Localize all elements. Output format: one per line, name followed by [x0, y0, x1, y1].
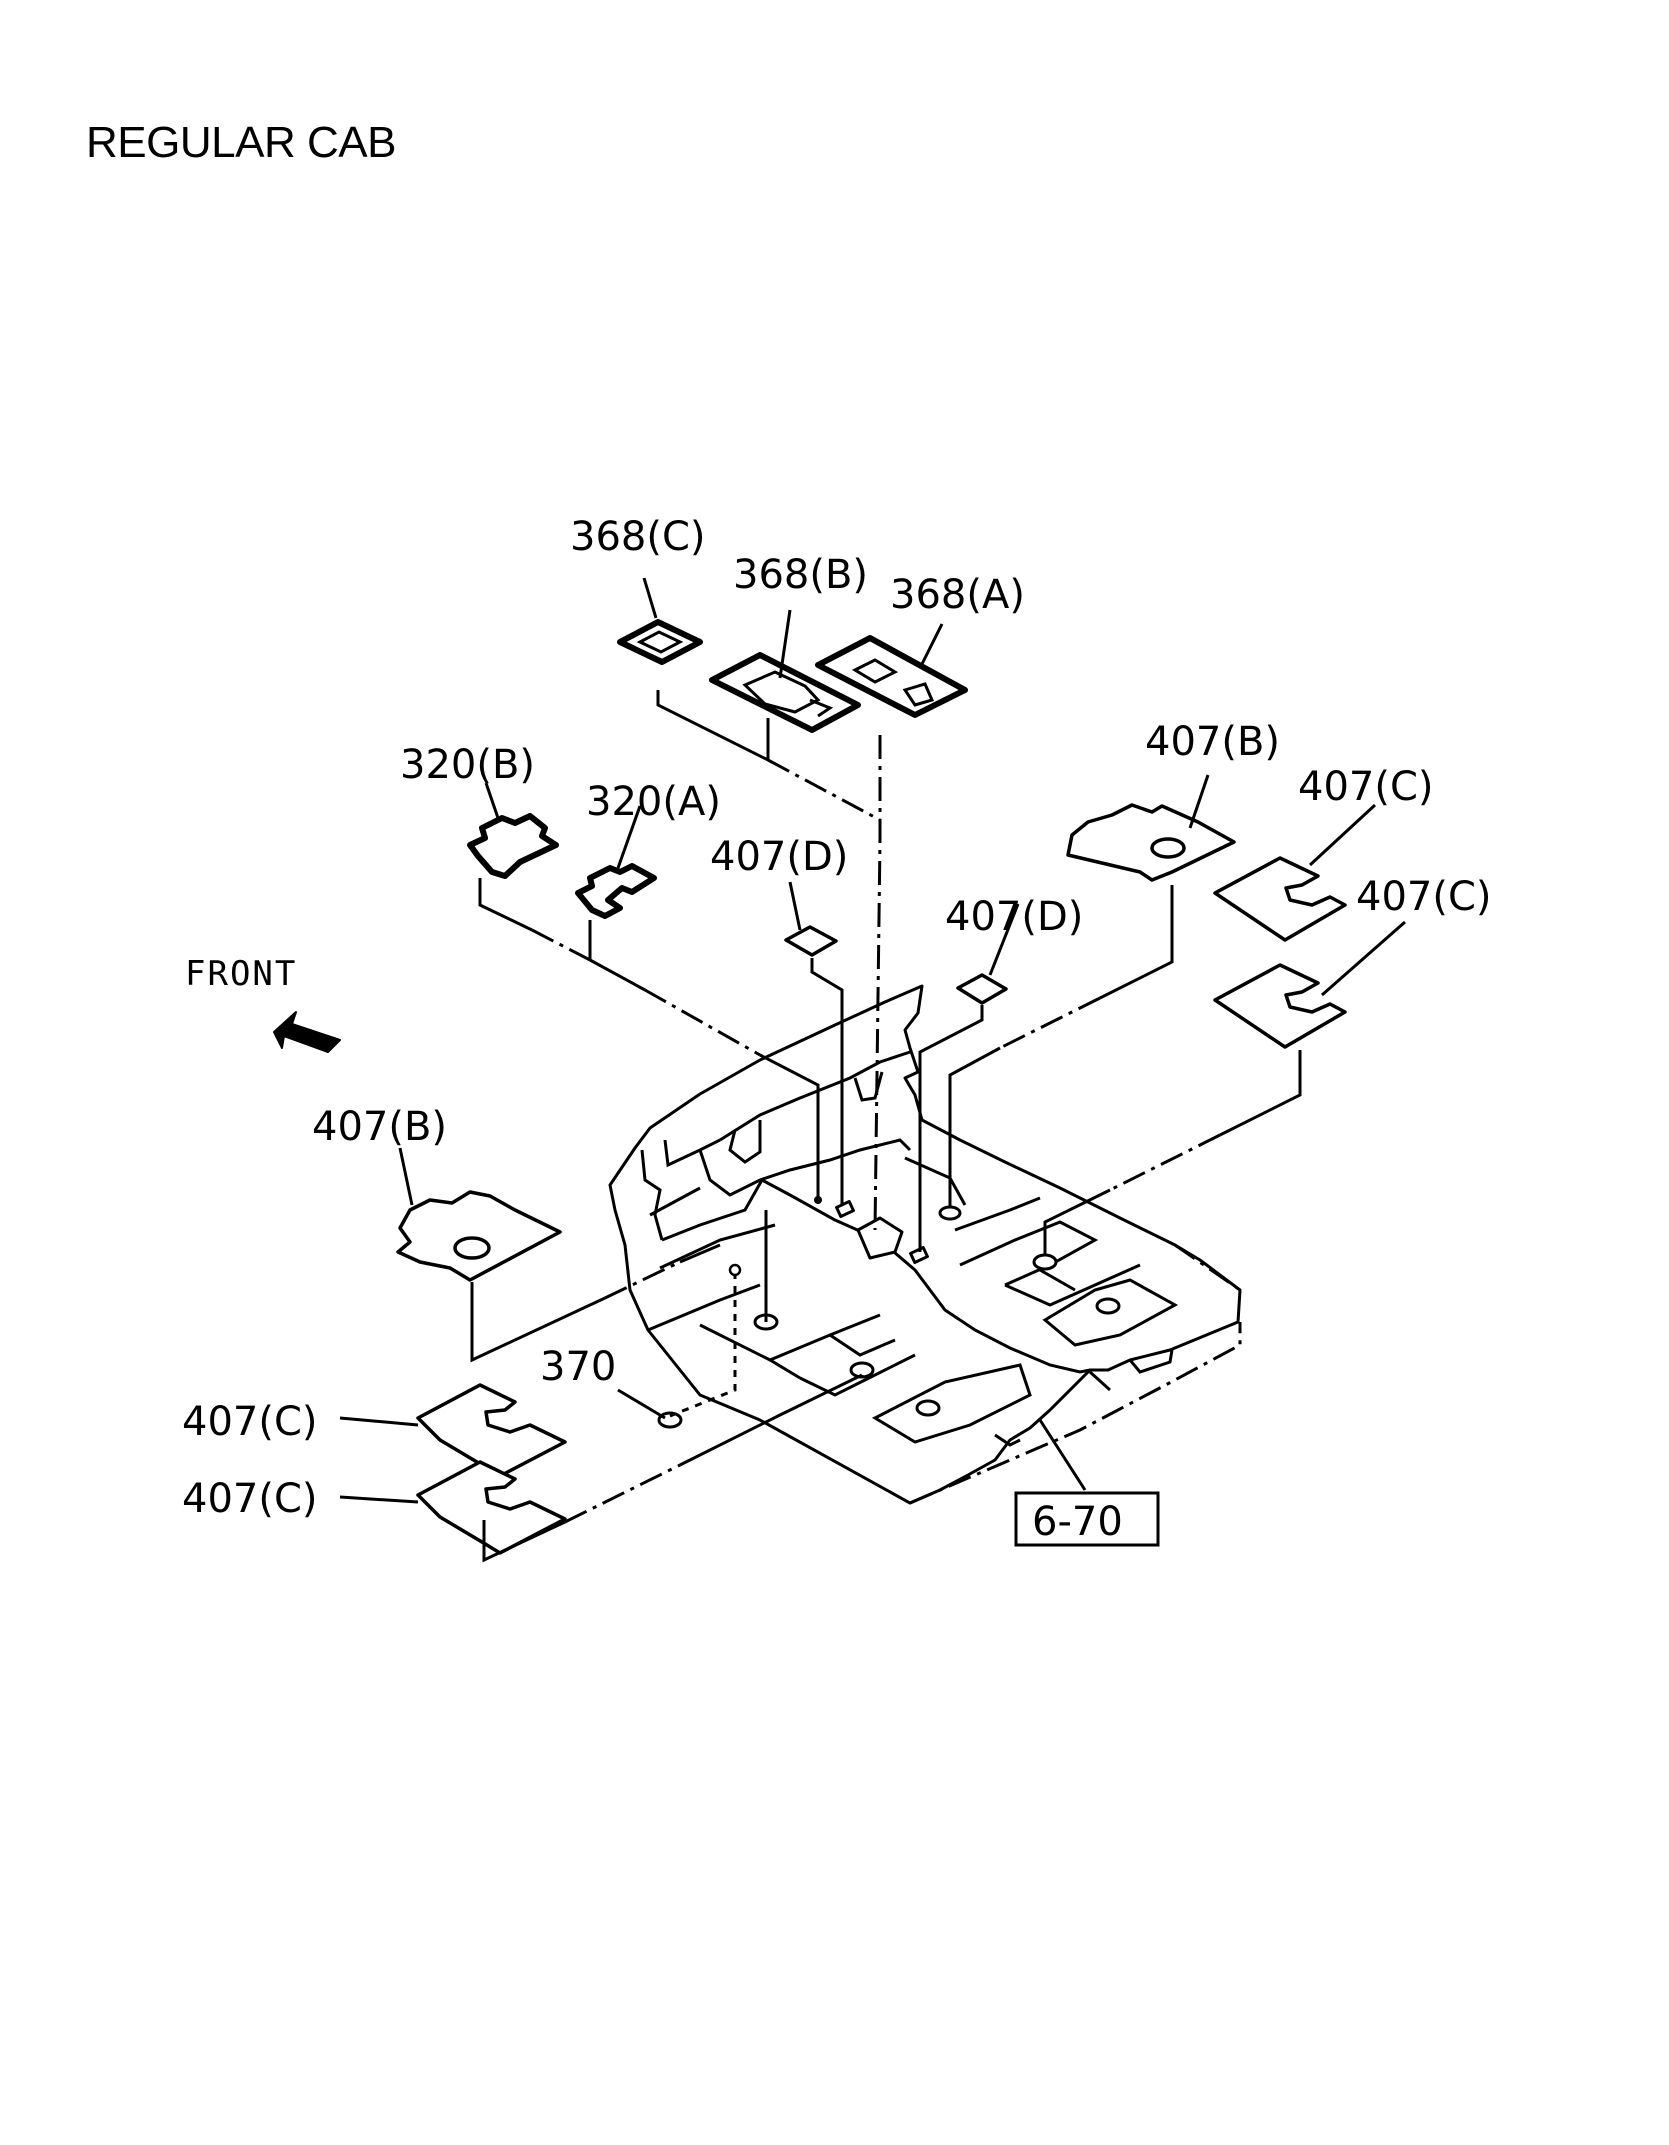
callout-320a: 320(A) [586, 779, 721, 825]
callout-407d-right: 407(D) [945, 894, 1083, 940]
front-label: FRONT [185, 954, 297, 994]
callout-leaders [339, 577, 1406, 1504]
callout-407c-left-top: 407(C) [182, 1399, 318, 1445]
page-title: REGULAR CAB [86, 118, 396, 167]
front-indicator: FRONT [185, 954, 341, 1053]
pad-368c [617, 619, 703, 665]
callout-368a: 368(A) [890, 572, 1025, 618]
reference-box-label: 6-70 [1032, 1499, 1123, 1545]
front-arrow-icon [273, 1011, 341, 1053]
floor-panel [608, 984, 1242, 1505]
pad-368a [815, 635, 968, 718]
pad-407d-right [956, 973, 1008, 1005]
pad-407c-right-mid [1213, 963, 1347, 1049]
callout-368c: 368(C) [570, 514, 706, 560]
callout-407b-left: 407(B) [312, 1104, 447, 1150]
callout-407d-left: 407(D) [710, 834, 848, 880]
pad-407c-right-top [1213, 856, 1347, 942]
callout-407c-left-bottom: 407(C) [182, 1476, 318, 1522]
callout-320b: 320(B) [400, 742, 535, 788]
callout-407c-right-top: 407(C) [1298, 764, 1434, 810]
pad-407d-left [784, 925, 838, 957]
reference-box[interactable]: 6-70 [1014, 1491, 1160, 1547]
pad-320a [575, 863, 657, 919]
pad-407b-right [1066, 803, 1236, 882]
callout-407b-right: 407(B) [1145, 719, 1280, 765]
callout-368b: 368(B) [733, 552, 868, 598]
pad-320b [467, 813, 559, 879]
callout-370: 370 [540, 1344, 616, 1390]
callout-407c-right-mid: 407(C) [1356, 874, 1492, 920]
pad-368b [709, 652, 861, 733]
assembly-lines [470, 690, 1302, 1563]
pad-407c-left-top [416, 1383, 567, 1478]
pad-407b-left [396, 1190, 562, 1282]
pad-407c-left-bottom [416, 1460, 567, 1555]
